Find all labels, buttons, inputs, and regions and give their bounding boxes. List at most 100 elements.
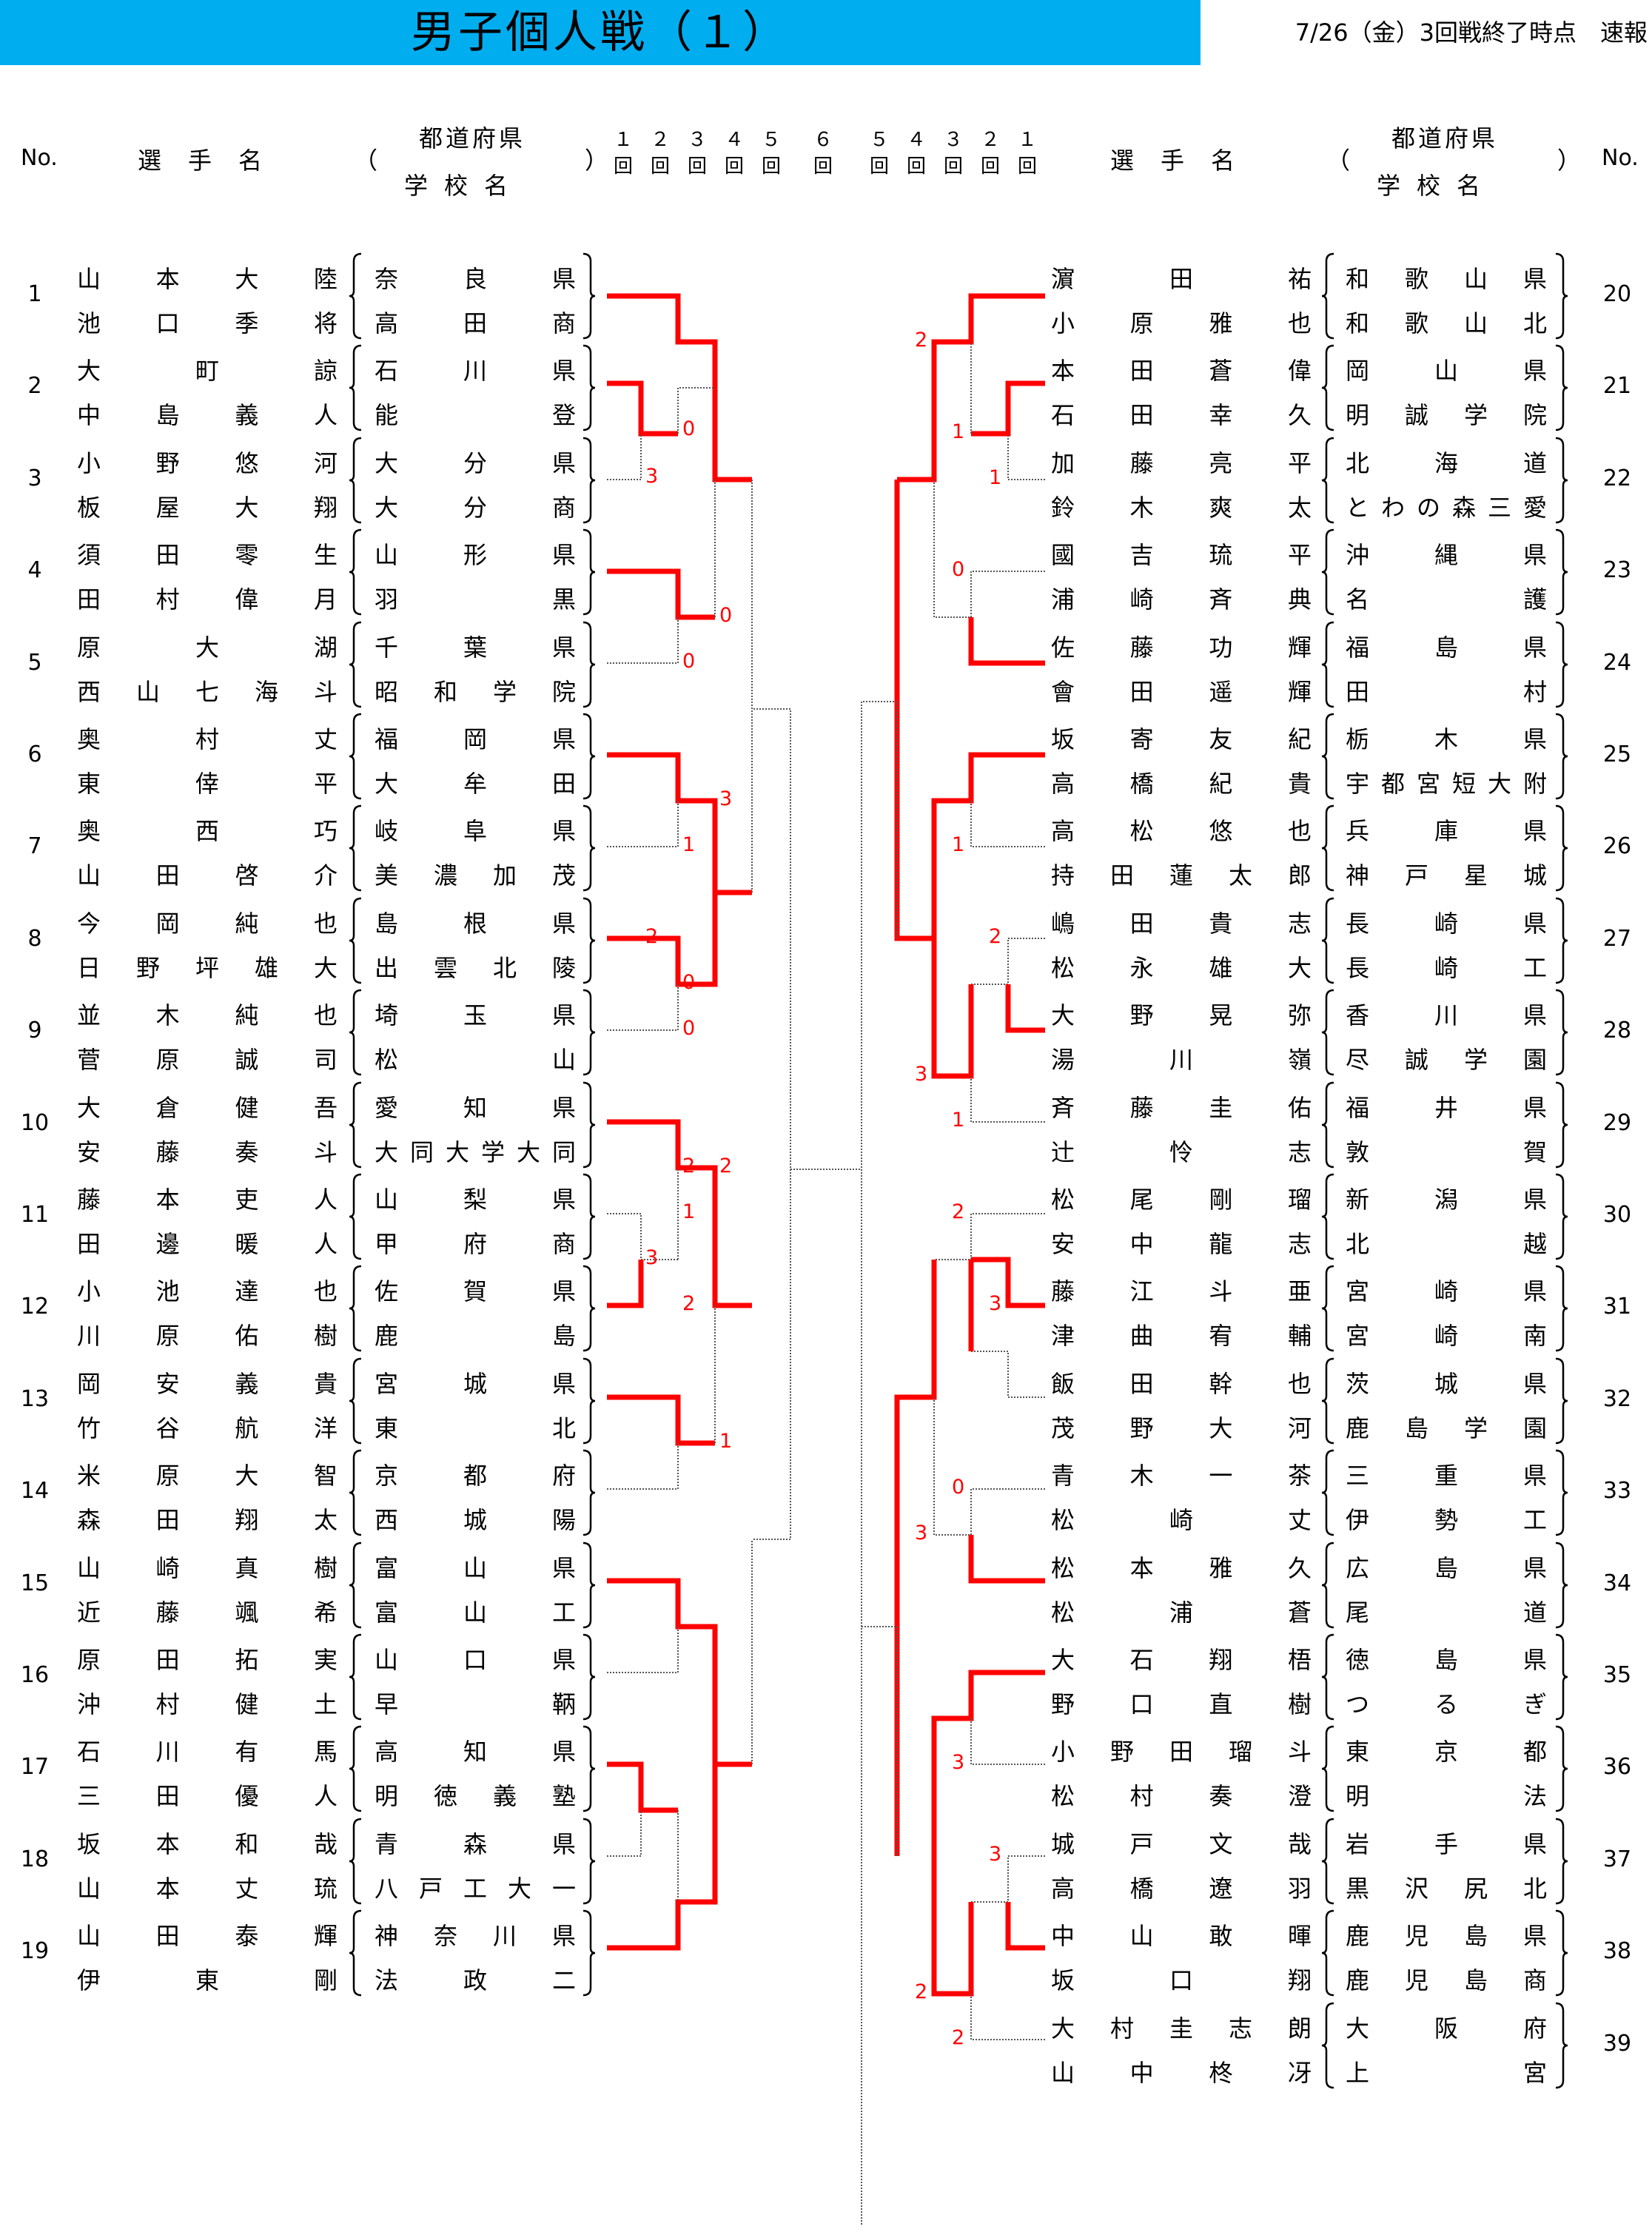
paren-stroke	[349, 1909, 362, 1997]
player-name: 斉藤圭佑	[1051, 1093, 1312, 1122]
round-suffix-left-6: 回	[813, 155, 833, 178]
entry-number: 22	[1602, 465, 1632, 491]
score-label: 2	[989, 925, 1002, 948]
paren-bracket	[1321, 805, 1334, 892]
player-name: 佐藤功輝	[1051, 633, 1312, 662]
winner-line	[607, 1260, 644, 1308]
school-name: 出雲北陵	[375, 953, 576, 982]
player-name: 岡安義貴	[77, 1369, 338, 1398]
entry-number: 39	[1602, 2030, 1632, 2057]
player-name: 加藤亮平	[1051, 448, 1312, 477]
winner-line	[607, 568, 715, 620]
round-number-right-1: ５	[869, 129, 889, 151]
entry-number: 26	[1602, 833, 1632, 860]
paren-bracket	[1321, 528, 1334, 616]
loser-line	[677, 387, 715, 434]
paren-stroke	[349, 805, 362, 892]
paren-stroke	[1321, 1818, 1334, 1905]
paren-stroke	[349, 1173, 362, 1260]
winner-line	[607, 893, 718, 987]
update-status: 7/26（金）3回戦終了時点 速報	[1295, 19, 1648, 47]
paren-bracket	[1321, 1265, 1334, 1352]
round-number-right-5: １	[1017, 129, 1037, 151]
paren-stroke	[349, 897, 362, 984]
prefecture: 奈良県	[375, 265, 576, 293]
winner-line	[931, 1856, 974, 1997]
paren-stroke	[1321, 897, 1334, 984]
paren-stroke	[582, 1449, 596, 1536]
paren-stroke	[1555, 713, 1568, 800]
school-name: 神戸星城	[1346, 861, 1547, 890]
school-name: 上宮	[1346, 2058, 1547, 2087]
player-name: 國吉琉平	[1051, 541, 1312, 570]
paren-bracket	[582, 528, 596, 616]
entry-number: 27	[1602, 925, 1632, 952]
paren-bracket	[1321, 621, 1334, 707]
paren-bracket	[349, 252, 362, 340]
loser-line	[970, 801, 1045, 847]
paren-stroke	[1555, 1265, 1568, 1352]
player-name: 中島義人	[77, 401, 338, 430]
paren-bracket	[582, 252, 596, 340]
player-name: 山崎真樹	[77, 1553, 338, 1582]
player-name: 松浦蒼	[1051, 1598, 1312, 1627]
score-label: 1	[719, 1430, 733, 1453]
paren-bracket	[1321, 1173, 1334, 1260]
score-label: 2	[952, 1200, 965, 1223]
score-label: 2	[915, 1980, 928, 2003]
prefecture: 三重県	[1346, 1462, 1547, 1490]
prefecture: 佐賀県	[375, 1277, 576, 1306]
player-name: 小原雅也	[1051, 309, 1312, 337]
prefecture: 青森県	[375, 1829, 576, 1858]
paren-stroke	[1555, 1081, 1568, 1168]
round-suffix-right-2: 回	[906, 155, 926, 178]
player-name: 三田優人	[77, 1782, 338, 1811]
prefecture: 福井県	[1346, 1093, 1547, 1122]
paren-bracket	[582, 1081, 596, 1168]
loser-line	[607, 1443, 679, 1490]
score-label: 1	[989, 466, 1002, 489]
paren-bracket	[349, 897, 362, 984]
score-label: 1	[952, 833, 965, 856]
entry-number: 13	[20, 1385, 50, 1412]
score-label: 3	[989, 1292, 1002, 1315]
paren-stroke	[582, 437, 596, 524]
prefecture: 茨城県	[1346, 1369, 1547, 1398]
page-title: 男子個人戦（１）	[411, 7, 790, 58]
paren-stroke	[1555, 528, 1568, 616]
paren-stroke	[1555, 621, 1568, 707]
entry-number: 23	[1602, 557, 1632, 584]
entry-number: 25	[1602, 742, 1632, 767]
paren-stroke	[1321, 1081, 1334, 1168]
entry-number: 21	[1602, 373, 1632, 400]
paren-bracket	[349, 713, 362, 800]
round-number-left-1: １	[613, 129, 633, 151]
paren-bracket	[582, 1173, 596, 1260]
school-name: 和歌山北	[1346, 309, 1547, 337]
entry-number: 20	[1602, 281, 1632, 307]
paren-bracket	[349, 1818, 362, 1905]
player-name: 須田零生	[77, 541, 338, 570]
player-name: 大倉健吾	[77, 1093, 338, 1122]
player-name: 小野悠河	[77, 448, 338, 477]
paren-bracket	[1555, 1357, 1568, 1445]
school-name: 八戸工大一	[375, 1874, 576, 1903]
player-name: 板屋大翔	[77, 493, 338, 522]
paren-bracket	[349, 1726, 362, 1812]
score-label: 0	[952, 1476, 965, 1499]
score-label: 3	[915, 1522, 928, 1544]
winner-line	[607, 380, 678, 437]
paren-stroke	[1555, 1726, 1568, 1812]
paren-bracket	[1321, 345, 1334, 431]
paren-stroke	[1321, 1726, 1334, 1812]
paren-bracket	[1555, 1726, 1568, 1812]
paren-stroke	[349, 1726, 362, 1812]
entry-number: 2	[27, 373, 42, 400]
round-suffix-left-2: 回	[650, 155, 670, 178]
paren-bracket	[1321, 713, 1334, 800]
loser-line	[790, 1169, 862, 2226]
paren-bracket	[1321, 1081, 1334, 1168]
winner-line	[1005, 1902, 1045, 1951]
player-name: 伊東剛	[77, 1966, 338, 1995]
